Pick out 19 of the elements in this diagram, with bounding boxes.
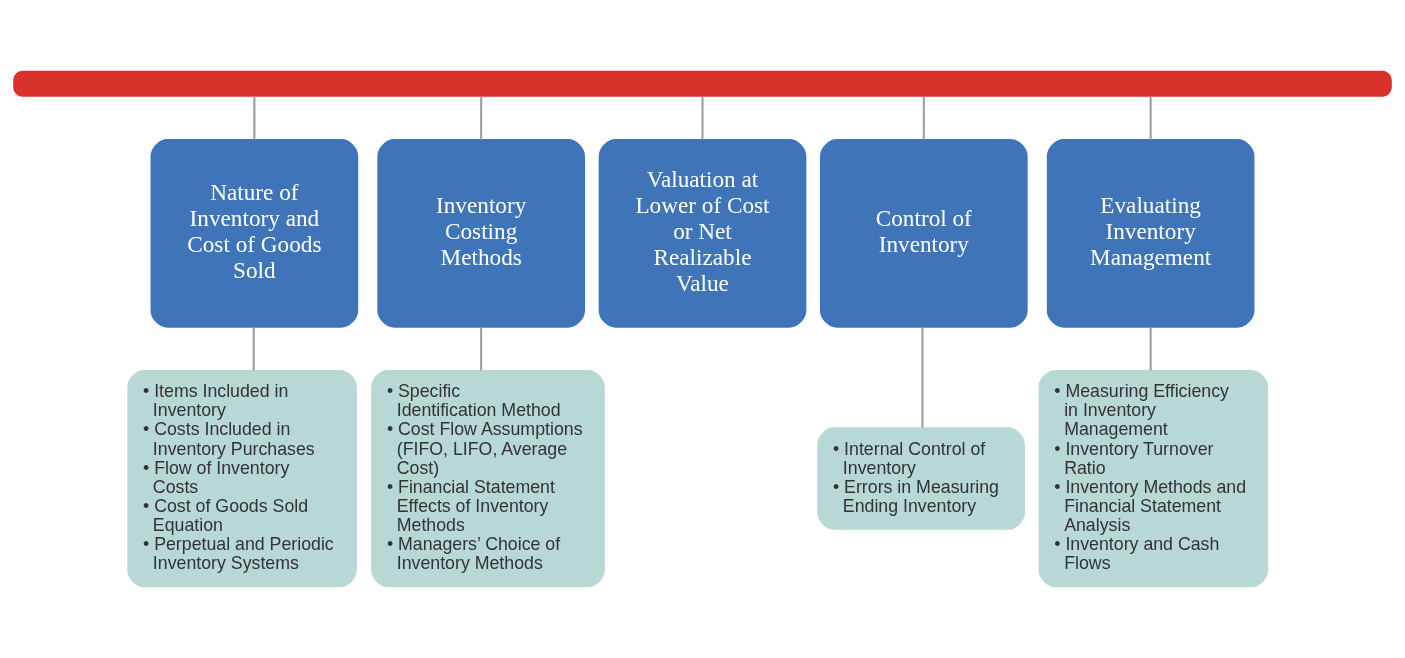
connector (922, 96, 925, 140)
node-box: Evaluating Inventory Management (1046, 139, 1255, 328)
node-box: Valuation at Lower of Cost or Net Realizable Value (598, 139, 807, 328)
connector (480, 96, 483, 140)
node-box: • Measuring Efficiency in Inventory Management • Inventory Turnover Ratio • Inventory Methods and Financial Statement Analysis • Inventory and Cash Flows (1038, 370, 1269, 588)
connector (701, 96, 704, 140)
connector (1149, 96, 1152, 140)
connector (1149, 327, 1152, 371)
connector (252, 327, 255, 371)
node-box: • Internal Control of Inventory • Errors in Measuring Ending Inventory (817, 427, 1025, 530)
node-box: Nature of Inventory and Cost of Goods Sold (150, 139, 359, 328)
connector (253, 96, 256, 140)
node-box: Control of Inventory (820, 139, 1028, 328)
node-box: • Specific Identification Method • Cost Flow Assumptions (FIFO, LIFO, Average Cost) • Financial Statement Effects of Inventory Methods • Managers’ Choice of Inventory Methods (371, 370, 605, 588)
node-box: • Items Included in Inventory • Costs Included in Inventory Purchases • Flow of Inventory Costs • Cost of Goods Sold Equation • Perpetual and Periodic Inventory Systems (127, 370, 357, 588)
node-box: Inventory Costing Methods (377, 139, 585, 328)
connector (480, 327, 483, 371)
node-bar (13, 70, 1392, 97)
connector (921, 327, 924, 428)
